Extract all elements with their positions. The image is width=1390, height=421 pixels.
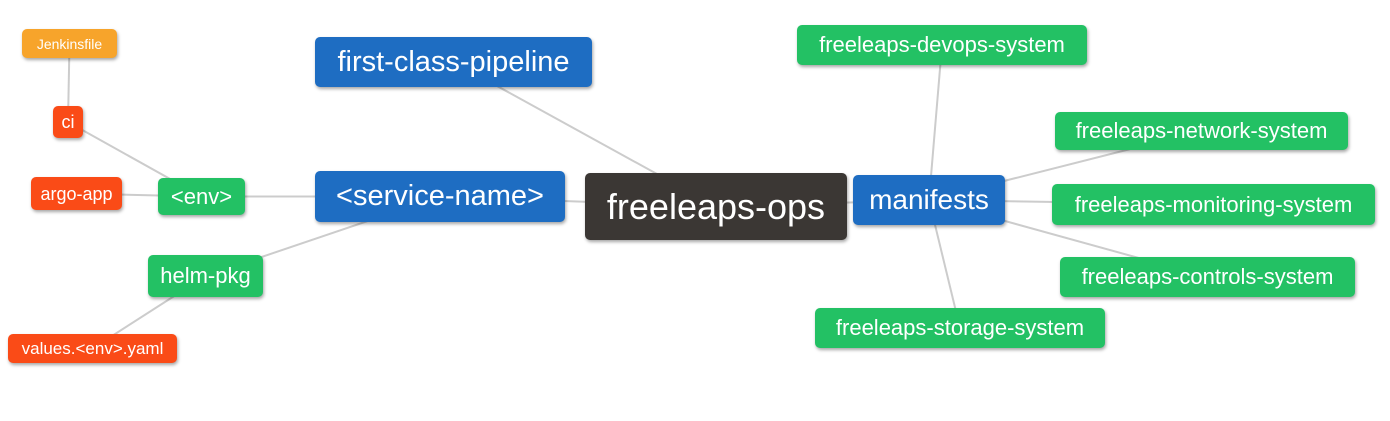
node-values-env-yaml[interactable]: values.<env>.yaml: [8, 334, 177, 363]
edge-manifests-to-devops-system: [928, 44, 943, 201]
node-service-name[interactable]: <service-name>: [315, 171, 565, 222]
node-manifests[interactable]: manifests: [853, 175, 1005, 225]
node-network-system[interactable]: freeleaps-network-system: [1055, 112, 1348, 150]
node-controls-system[interactable]: freeleaps-controls-system: [1060, 257, 1355, 297]
node-argo-app[interactable]: argo-app: [31, 177, 122, 210]
node-devops-system[interactable]: freeleaps-devops-system: [797, 25, 1087, 65]
node-storage-system[interactable]: freeleaps-storage-system: [815, 308, 1105, 348]
node-monitoring-system[interactable]: freeleaps-monitoring-system: [1052, 184, 1375, 225]
node-freeleaps-ops[interactable]: freeleaps-ops: [585, 173, 847, 240]
node-helm-pkg[interactable]: helm-pkg: [148, 255, 263, 297]
node-ci[interactable]: ci: [53, 106, 83, 138]
node-first-class-pipeline[interactable]: first-class-pipeline: [315, 37, 592, 87]
node-jenkinsfile[interactable]: Jenkinsfile: [22, 29, 117, 58]
node-env[interactable]: <env>: [158, 178, 245, 215]
